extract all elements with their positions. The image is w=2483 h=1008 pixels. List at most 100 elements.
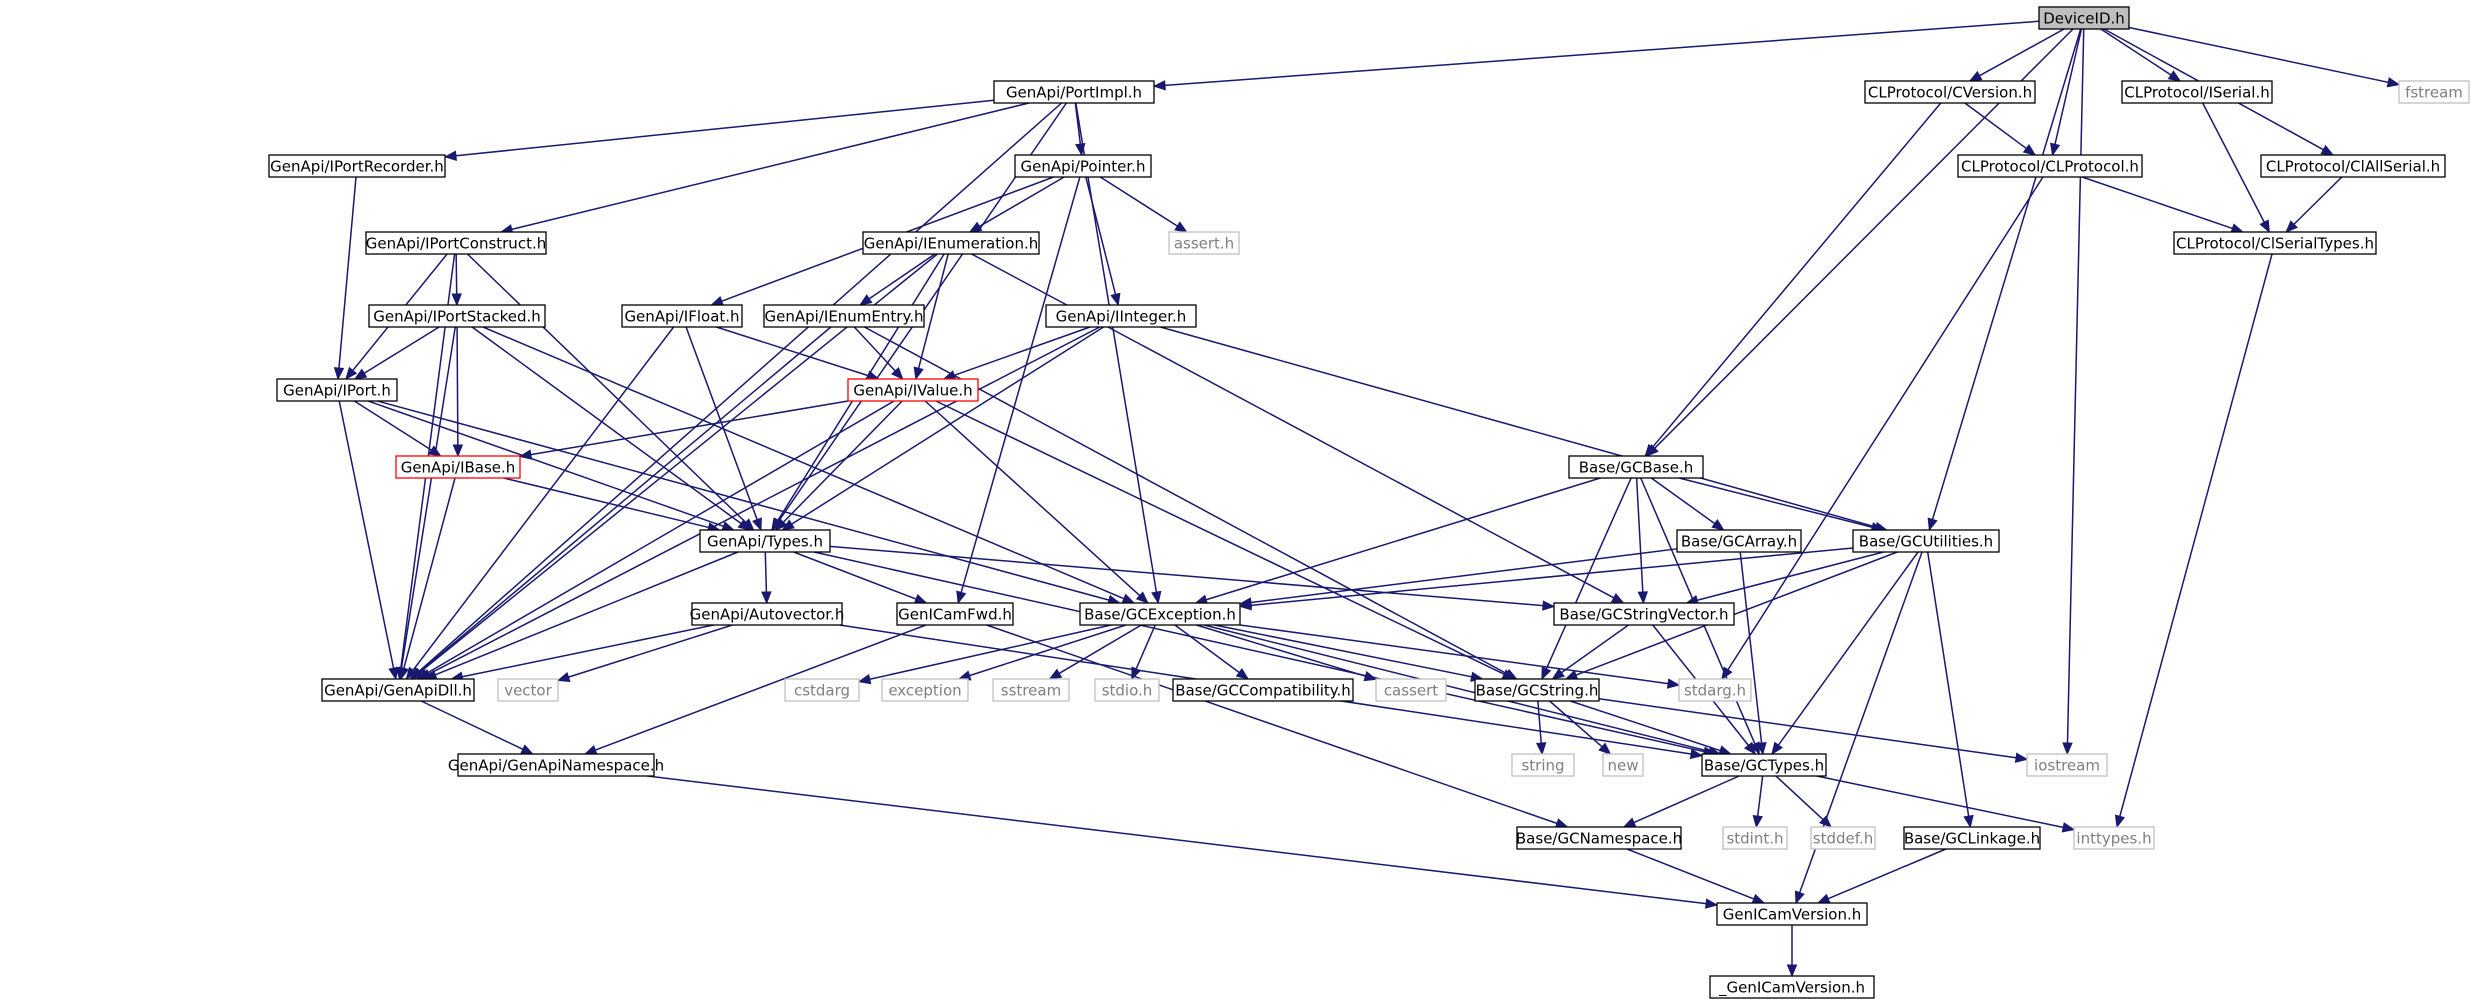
edge-iport-to-ibase [353, 400, 432, 451]
edge-ienumentry-to-genapidll [419, 326, 832, 673]
node-autovector[interactable]: GenApi/Autovector.h [690, 602, 845, 626]
arrowhead-gcutilities-to-gctypes [1771, 741, 1783, 756]
arrowhead-pointer-to-genicamfwd [956, 590, 967, 605]
arrowhead-gcutilities-to-gcstring [1564, 669, 1579, 680]
node-cassert: cassert [1375, 678, 1447, 702]
arrowhead-deviceid-h-to-iserial [2167, 70, 2182, 82]
node-iportrecorder[interactable]: GenApi/IPortRecorder.h [268, 154, 446, 178]
node-gcbase[interactable]: Base/GCBase.h [1568, 455, 1704, 479]
node-cversion[interactable]: CLProtocol/CVersion.h [1864, 80, 2036, 104]
node-gcnamespace[interactable]: Base/GCNamespace.h [1516, 826, 1682, 850]
arrowhead-clallserial-to-clserialtypes [2285, 220, 2299, 233]
edge-gcexception-to-cassert [1196, 624, 1366, 677]
node-ienumentry[interactable]: GenApi/IEnumEntry.h [763, 304, 925, 328]
node-box [321, 678, 475, 702]
arrowhead-gctypes-to-inttypes [2061, 822, 2076, 833]
node-iport[interactable]: GenApi/IPort.h [276, 378, 398, 402]
node-deviceid-h[interactable]: DeviceID.h [2038, 6, 2130, 30]
edge-iinteger-to-ivalue [954, 326, 1091, 377]
node-box [992, 678, 1070, 702]
node-label: GenApi/IPortRecorder.h [270, 158, 444, 176]
node-assert: assert.h [1168, 231, 1240, 255]
edge-genicamfwd-to-genapinamespace [595, 624, 927, 751]
node-genicamfwd[interactable]: GenICamFwd.h [896, 602, 1014, 626]
node-gcutilities[interactable]: Base/GCUtilities.h [1852, 529, 2000, 553]
node-genicamversion[interactable]: _GenICamVersion.h [1709, 975, 1875, 999]
node-gcexception[interactable]: Base/GCException.h [1079, 602, 1241, 626]
arrowhead-deviceid-h-to-gcutilities [1927, 517, 1938, 532]
node-label: GenApi/IEnumeration.h [864, 235, 1039, 253]
edge-gcexception-to-stdio [1135, 624, 1156, 670]
node-clprotocol[interactable]: CLProtocol/CLProtocol.h [1957, 154, 2143, 178]
node-box [1701, 753, 1827, 777]
node-gcarray[interactable]: Base/GCArray.h [1676, 529, 1802, 553]
node-gccompatibility[interactable]: Base/GCCompatibility.h [1172, 678, 1354, 702]
node-gcstringvector[interactable]: Base/GCStringVector.h [1553, 602, 1735, 626]
node-label: Base/GCTypes.h [1704, 757, 1824, 775]
edge-gcexception-to-gccompatibility [1174, 624, 1240, 674]
node-gcstring[interactable]: Base/GCString.h [1474, 678, 1600, 702]
node-label: stdio.h [1102, 682, 1153, 700]
arrowhead-iportstacked-to-ibase [452, 444, 464, 458]
edge-iportrecorder-to-iport [338, 176, 357, 369]
node-ivalue[interactable]: GenApi/IValue.h [847, 378, 979, 402]
node-label: inttypes.h [2076, 830, 2151, 848]
edge-pointer-to-ienumeration [978, 176, 1065, 228]
node-label: GenApi/IPortStacked.h [373, 308, 541, 326]
arrowhead-iportstacked-to-types [737, 518, 752, 531]
edge-ivalue-to-gcstring [935, 400, 1505, 675]
node-iostream: iostream [2026, 753, 2108, 777]
node-pointer[interactable]: GenApi/Pointer.h [1014, 154, 1152, 178]
node-box [2398, 80, 2470, 104]
edge-clserialtypes-to-inttypes [2119, 253, 2273, 817]
node-gclinkage[interactable]: Base/GCLinkage.h [1903, 826, 2041, 850]
edge-portimpl-to-iportconstruct [511, 102, 1030, 231]
arrowhead-genapinamespace-to-genicamversion [1704, 898, 1719, 909]
node-box [1511, 753, 1575, 777]
node-label: stddef.h [1813, 830, 1873, 848]
edge-ibase-to-types [503, 477, 709, 529]
arrowhead-pointer-to-ifloat [710, 296, 725, 306]
arrowhead-pointer-to-iinteger [1110, 292, 1121, 307]
node-box [2121, 80, 2273, 104]
arrowhead-iport-to-genapidll [388, 666, 399, 681]
edge-deviceid-h-to-iostream [2066, 28, 2085, 744]
edge-gcbase-to-gcexception [1205, 477, 1601, 601]
node-label: new [1607, 757, 1638, 775]
node-iportstacked[interactable]: GenApi/IPortStacked.h [368, 304, 546, 328]
node-iportconstruct[interactable]: GenApi/IPortConstruct.h [365, 231, 547, 255]
node-ifloat[interactable]: GenApi/IFloat.h [621, 304, 743, 328]
node-label: GenApi/IEnumEntry.h [765, 308, 924, 326]
edge-gcexception-to-sstream [1058, 624, 1142, 675]
arrowhead-iportstacked-to-iport [353, 368, 368, 380]
arrowhead-iportconstruct-to-iportstacked [451, 293, 462, 307]
node-box [1553, 602, 1735, 626]
node-types[interactable]: GenApi/Types.h [699, 529, 831, 553]
node-box [1810, 826, 1876, 850]
node-label: GenApi/IValue.h [853, 382, 972, 400]
node-box [1602, 753, 1644, 777]
node-genicamversion[interactable]: GenICamVersion.h [1716, 902, 1868, 926]
node-iserial[interactable]: CLProtocol/ISerial.h [2121, 80, 2273, 104]
node-box [1722, 826, 1788, 850]
node-string: string [1511, 753, 1575, 777]
arrowhead-gcarray-to-gctypes [1756, 741, 1767, 756]
node-box [1516, 826, 1682, 850]
node-box [1709, 975, 1875, 999]
edge-portimpl-to-gcexception [1075, 102, 1158, 593]
node-label: string [1521, 757, 1564, 775]
node-label: Base/GCException.h [1084, 606, 1236, 624]
node-gctypes[interactable]: Base/GCTypes.h [1701, 753, 1827, 777]
node-box [1168, 231, 1240, 255]
node-box [276, 378, 398, 402]
node-genapidll[interactable]: GenApi/GenApiDll.h [321, 678, 475, 702]
node-iinteger[interactable]: GenApi/IInteger.h [1045, 304, 1197, 328]
arrowhead-deviceid-h-to-clallserial [2320, 144, 2335, 156]
edge-iportconstruct-to-types [466, 253, 747, 523]
node-ienumeration[interactable]: GenApi/IEnumeration.h [862, 231, 1040, 255]
node-clallserial[interactable]: CLProtocol/ClAllSerial.h [2260, 154, 2446, 178]
node-genapinamespace[interactable]: GenApi/GenApiNamespace.h [448, 753, 664, 777]
node-portimpl[interactable]: GenApi/PortImpl.h [993, 80, 1155, 104]
node-ibase[interactable]: GenApi/IBase.h [395, 455, 521, 479]
node-clserialtypes[interactable]: CLProtocol/ClSerialTypes.h [2173, 231, 2377, 255]
